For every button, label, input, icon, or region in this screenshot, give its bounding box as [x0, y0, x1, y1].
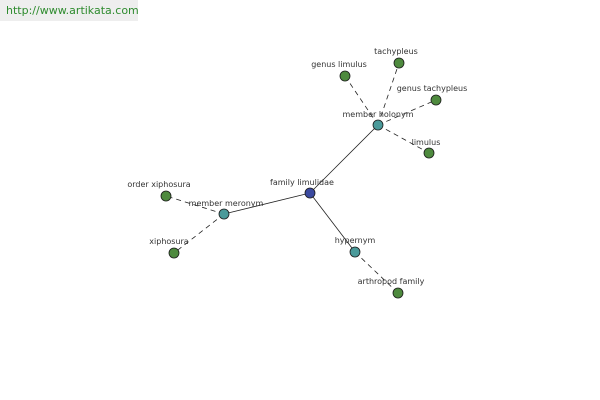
- node-label-arthropod-family: arthropod family: [358, 277, 425, 286]
- node-member-meronym[interactable]: [218, 208, 230, 220]
- edge-family-limulidae-to-hypernym: [309, 192, 356, 253]
- edge-family-limulidae-to-member-meronym: [223, 192, 311, 215]
- node-xiphosura[interactable]: [168, 247, 180, 259]
- node-label-member-meronym: member meronym: [189, 199, 264, 208]
- url-banner: http://www.artikata.com: [0, 0, 139, 21]
- node-genus-limulus[interactable]: [339, 70, 351, 82]
- node-hypernym[interactable]: [349, 246, 361, 258]
- node-limulus[interactable]: [423, 147, 435, 159]
- edge-member-holonym-to-limulus: [377, 124, 430, 154]
- node-label-xiphosura: xiphosura: [149, 237, 189, 246]
- node-family-limulidae[interactable]: [304, 187, 316, 199]
- node-order-xiphosura[interactable]: [160, 190, 172, 202]
- node-label-order-xiphosura: order xiphosura: [127, 180, 190, 189]
- node-label-family-limulidae: family limulidae: [270, 178, 334, 187]
- node-label-member-holonym: member holonym: [342, 110, 413, 119]
- edge-member-meronym-to-xiphosura: [173, 213, 225, 254]
- node-label-genus-tachypleus: genus tachypleus: [397, 84, 468, 93]
- node-genus-tachypleus[interactable]: [430, 94, 442, 106]
- node-label-hypernym: hypernym: [335, 236, 376, 245]
- node-tachypleus[interactable]: [393, 57, 405, 69]
- edge-member-holonym-to-genus-tachypleus: [377, 99, 437, 126]
- node-label-tachypleus: tachypleus: [374, 47, 418, 56]
- edge-hypernym-to-arthropod-family: [354, 251, 399, 294]
- edge-member-holonym-to-genus-limulus: [344, 75, 379, 126]
- edge-member-meronym-to-order-xiphosura: [165, 195, 225, 215]
- graph-nodes: [160, 57, 442, 299]
- edge-family-limulidae-to-member-holonym: [309, 124, 379, 194]
- node-label-genus-limulus: genus limulus: [311, 60, 367, 69]
- edge-member-holonym-to-tachypleus: [377, 62, 400, 126]
- node-label-limulus: limulus: [412, 138, 441, 147]
- graph-labels: family limulidae member holonym member mer…: [127, 47, 467, 286]
- node-member-holonym[interactable]: [372, 119, 384, 131]
- site-url-link[interactable]: http://www.artikata.com: [6, 4, 139, 17]
- graph-edges: [165, 62, 437, 294]
- node-arthropod-family[interactable]: [392, 287, 404, 299]
